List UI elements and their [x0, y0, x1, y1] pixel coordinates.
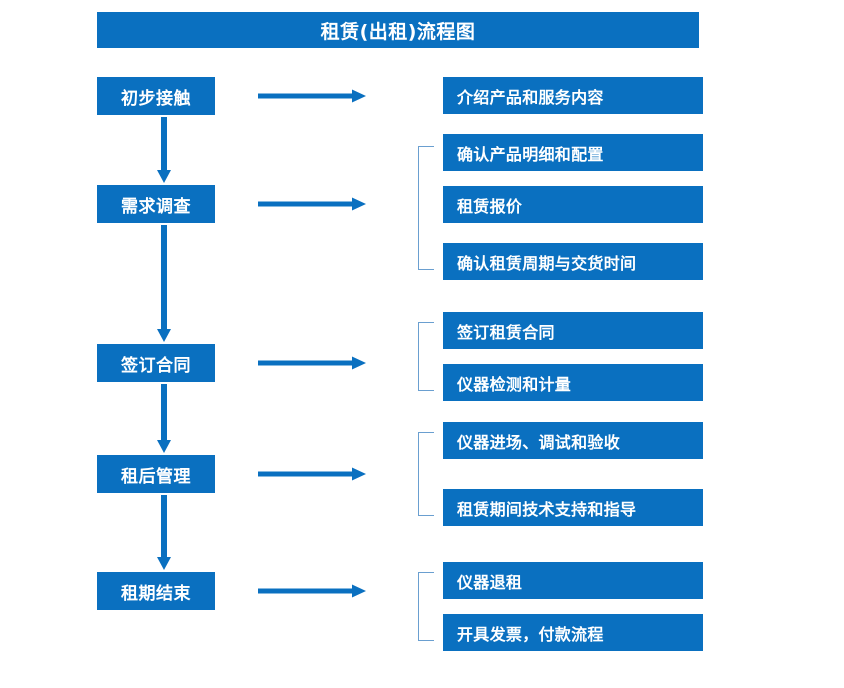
arrow-lease-end-to-group	[258, 583, 366, 599]
detail-label: 租赁期间技术支持和指导	[457, 499, 637, 519]
stage-box-lease-end[interactable]: 租期结束	[97, 572, 215, 610]
arrow-sign-contract-to-group	[258, 355, 366, 371]
stage-label: 需求调查	[121, 196, 191, 217]
detail-box-lease-quotation[interactable]: 租赁报价	[443, 186, 703, 223]
arrow-initial-contact-to-needs-survey	[156, 117, 172, 183]
detail-box-confirm-product-spec[interactable]: 确认产品明细和配置	[443, 134, 703, 171]
stage-box-initial-contact[interactable]: 初步接触	[97, 77, 215, 115]
detail-box-technical-support[interactable]: 租赁期间技术支持和指导	[443, 489, 703, 526]
detail-box-instrument-return[interactable]: 仪器退租	[443, 562, 703, 599]
detail-label: 开具发票，付款流程	[457, 624, 604, 644]
detail-box-sign-lease-contract[interactable]: 签订租赁合同	[443, 312, 703, 349]
bracket-post-lease-group	[418, 432, 434, 516]
detail-box-instrument-inspection[interactable]: 仪器检测和计量	[443, 364, 703, 401]
stage-box-needs-survey[interactable]: 需求调查	[97, 185, 215, 223]
bracket-sign-contract-group	[418, 322, 434, 391]
stage-label: 租后管理	[121, 466, 191, 487]
stage-box-sign-contract[interactable]: 签订合同	[97, 344, 215, 382]
stage-label: 初步接触	[121, 88, 191, 109]
detail-label: 确认租赁周期与交货时间	[457, 253, 637, 273]
arrow-initial-contact-to-intro	[258, 88, 366, 104]
detail-label: 签订租赁合同	[457, 322, 555, 342]
stage-label: 签订合同	[121, 355, 191, 376]
detail-label: 确认产品明细和配置	[457, 144, 604, 164]
bracket-needs-survey-group	[418, 146, 434, 270]
arrow-needs-survey-to-sign-contract	[156, 225, 172, 342]
arrow-needs-survey-to-group	[258, 196, 366, 212]
detail-box-invoice-payment[interactable]: 开具发票，付款流程	[443, 614, 703, 651]
arrow-post-lease-to-group	[258, 466, 366, 482]
detail-box-confirm-lease-period[interactable]: 确认租赁周期与交货时间	[443, 243, 703, 280]
detail-label: 租赁报价	[457, 196, 523, 216]
detail-box-introduce-products[interactable]: 介绍产品和服务内容	[443, 77, 703, 114]
bracket-lease-end-group	[418, 572, 434, 641]
page-title: 租赁(出租)流程图	[97, 12, 699, 48]
detail-label: 仪器退租	[457, 572, 523, 592]
detail-label: 仪器进场、调试和验收	[457, 432, 621, 452]
arrow-sign-contract-to-post-lease	[156, 384, 172, 453]
stage-box-post-lease-management[interactable]: 租后管理	[97, 455, 215, 493]
detail-label: 介绍产品和服务内容	[457, 87, 604, 107]
arrow-post-lease-to-lease-end	[156, 495, 172, 570]
detail-label: 仪器检测和计量	[457, 374, 572, 394]
stage-label: 租期结束	[121, 583, 191, 604]
detail-box-instrument-arrival[interactable]: 仪器进场、调试和验收	[443, 422, 703, 459]
